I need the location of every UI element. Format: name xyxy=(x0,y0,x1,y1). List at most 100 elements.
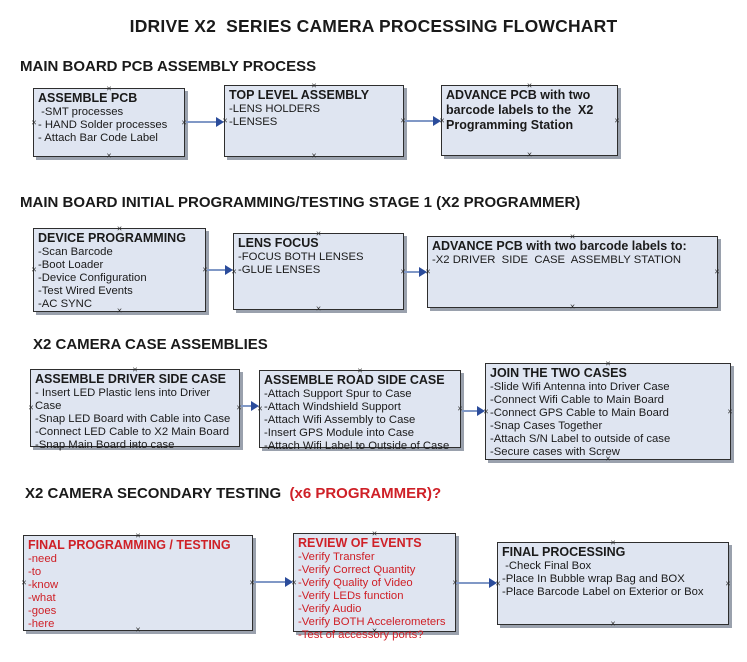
connection-point-x-icon: × xyxy=(526,149,533,160)
connection-point-x-icon: × xyxy=(31,117,37,127)
step-item: -need xyxy=(28,553,57,565)
arrow-head-icon xyxy=(216,117,224,127)
section-header-pcb-assembly: MAIN BOARD PCB ASSEMBLY PROCESS xyxy=(20,58,317,75)
connection-point-x-icon: × xyxy=(425,266,431,277)
box-title: REVIEW OF EVENTS xyxy=(298,536,422,550)
connection-point-x-icon: × xyxy=(610,618,616,629)
connection-point-x-icon: × xyxy=(457,403,463,414)
step-item: -Attach Wifi Label to Outside of Case xyxy=(264,440,450,452)
step-item: -Scan Barcode xyxy=(38,246,113,258)
connection-point-x-icon: × xyxy=(291,577,297,587)
connection-point-x-icon: × xyxy=(569,301,576,312)
box-title: ADVANCE PCB with two barcode labels to t… xyxy=(446,88,597,132)
section-header-secondary-testing: X2 CAMERA SECONDARY TESTING (x6 PROGRAMM… xyxy=(25,485,441,502)
step-item: -Verify Transfer xyxy=(298,551,375,563)
box-title: FINAL PROCESSING xyxy=(502,545,626,559)
step-item: -goes xyxy=(28,605,57,617)
step-item: -Boot Loader xyxy=(38,259,104,271)
step-item: -Verify Correct Quantity xyxy=(298,564,416,576)
arrow-head-icon xyxy=(419,267,427,277)
box-title: DEVICE PROGRAMMING xyxy=(38,231,186,245)
flow-box-lens-focus: LENS FOCUS -FOCUS BOTH LENSES -GLUE LENS… xyxy=(231,229,405,313)
step-item: -Verify BOTH Accelerometers xyxy=(298,616,446,628)
arrow-line xyxy=(462,410,479,412)
connection-point-x-icon: × xyxy=(495,578,501,588)
step-item: -Connect LED Cable to X2 Main Board xyxy=(35,426,230,438)
box-title: ASSEMBLE DRIVER SIDE CASE xyxy=(35,372,227,386)
step-item: -Test of accessory ports? xyxy=(298,629,424,641)
step-item: -Attach Support Spur to Case xyxy=(264,388,412,400)
step-item: -Device Configuration xyxy=(38,272,147,284)
arrow-line xyxy=(404,271,421,273)
step-item: -Secure cases with Screw xyxy=(490,446,620,458)
step-item: -X2 DRIVER SIDE CASE ASSEMBLY STATION xyxy=(432,254,682,266)
arrow-head-icon xyxy=(225,265,233,275)
flow-box-top-level-assembly: TOP LEVEL ASSEMBLY -LENS HOLDERS -LENSES… xyxy=(222,81,405,160)
step-item: -Attach Windshield Support xyxy=(264,401,401,413)
step-item: -Insert GPS Module into Case xyxy=(264,427,415,439)
box-title: FINAL PROGRAMMING / TESTING xyxy=(28,538,231,552)
step-item: -Snap LED Board with Cable into Case xyxy=(35,413,231,425)
connection-point-x-icon: × xyxy=(714,266,720,277)
arrow-head-icon xyxy=(477,406,485,416)
step-item: -know xyxy=(28,579,59,591)
step-item: -Verify LEDs function xyxy=(298,590,404,602)
step-item: -what xyxy=(28,592,56,604)
connection-point-x-icon: × xyxy=(28,402,34,413)
arrow-head-icon xyxy=(433,116,441,126)
step-item: -Attach Wifi Assembly to Case xyxy=(264,414,416,426)
step-item: -Attach S/N Label to outside of case xyxy=(490,433,671,445)
section-header-black-text: X2 CAMERA SECONDARY TESTING xyxy=(25,485,282,502)
arrow-head-icon xyxy=(251,401,259,411)
box-title: ADVANCE PCB with two barcode labels to: xyxy=(432,239,687,253)
arrow-line xyxy=(241,405,253,407)
step-item: -Snap Main Board into case xyxy=(35,439,175,451)
section-header-initial-programming: MAIN BOARD INITIAL PROGRAMMING/TESTING S… xyxy=(20,194,581,211)
connection-point-x-icon: × xyxy=(249,577,255,588)
step-item: -here xyxy=(28,618,55,630)
connection-point-x-icon: × xyxy=(614,115,620,125)
connection-point-x-icon: × xyxy=(439,115,445,125)
flow-box-final-processing: FINAL PROCESSING -Check Final Box -Place… xyxy=(495,538,731,628)
flow-box-device-programming: DEVICE PROGRAMMING -Scan Barcode -Boot L… xyxy=(31,224,207,315)
connection-point-x-icon: × xyxy=(231,266,237,276)
flow-box-assemble-road-side-case: ASSEMBLE ROAD SIDE CASE -Attach Support … xyxy=(257,366,463,452)
flow-box-advance-pcb-driver-side: ADVANCE PCB with two barcode labels to: … xyxy=(425,232,720,311)
step-item: -LENS HOLDERS xyxy=(229,103,321,115)
connection-point-x-icon: × xyxy=(315,303,322,314)
step-item: -Verify Quality of Video xyxy=(298,577,413,589)
step-item: -Connect GPS Cable to Main Board xyxy=(490,407,669,419)
flow-box-advance-pcb-programming-station: ADVANCE PCB with two barcode labels to t… xyxy=(439,81,620,159)
box-title: TOP LEVEL ASSEMBLY xyxy=(229,88,370,102)
connection-point-x-icon: × xyxy=(311,150,317,161)
box-title: ASSEMBLE PCB xyxy=(38,91,138,105)
connection-point-x-icon: × xyxy=(257,403,263,414)
arrow-line xyxy=(186,121,218,123)
step-item: -FOCUS BOTH LENSES xyxy=(238,251,364,263)
box-title: ASSEMBLE ROAD SIDE CASE xyxy=(264,373,445,387)
connection-point-x-icon: × xyxy=(725,578,731,588)
step-item: -Place Barcode Label on Exterior or Box xyxy=(502,586,704,598)
flow-box-join-the-two-cases: JOIN THE TWO CASES -Slide Wifi Antenna i… xyxy=(483,359,732,463)
step-item: -GLUE LENSES xyxy=(238,264,321,276)
flow-box-review-of-events: REVIEW OF EVENTS -Verify Transfer -Verif… xyxy=(291,529,457,641)
arrow-head-icon xyxy=(285,577,293,587)
flow-box-assemble-driver-side-case: ASSEMBLE DRIVER SIDE CASE - Insert LED P… xyxy=(28,365,241,451)
connection-point-x-icon: × xyxy=(483,406,489,416)
arrow-line xyxy=(405,120,435,122)
connection-point-x-icon: × xyxy=(31,264,37,275)
box-title: JOIN THE TWO CASES xyxy=(490,366,627,380)
step-item: -Slide Wifi Antenna into Driver Case xyxy=(490,381,670,393)
step-item: -Place In Bubble wrap Bag and BOX xyxy=(502,573,685,585)
step-item: - Insert LED Plastic lens into Driver Ca… xyxy=(35,387,214,412)
section-header-red-text: (x6 PROGRAMMER)? xyxy=(281,485,442,502)
section-header-case-assemblies: X2 CAMERA CASE ASSEMBLIES xyxy=(33,336,268,353)
connection-point-x-icon: × xyxy=(222,115,228,126)
connection-point-x-icon: × xyxy=(106,150,112,161)
step-item: -Test Wired Events xyxy=(38,285,133,297)
connection-point-x-icon: × xyxy=(21,577,27,588)
step-item: - Attach Bar Code Label xyxy=(38,132,158,144)
step-item: -AC SYNC xyxy=(38,298,92,310)
step-item: - HAND Solder processes xyxy=(38,119,168,131)
